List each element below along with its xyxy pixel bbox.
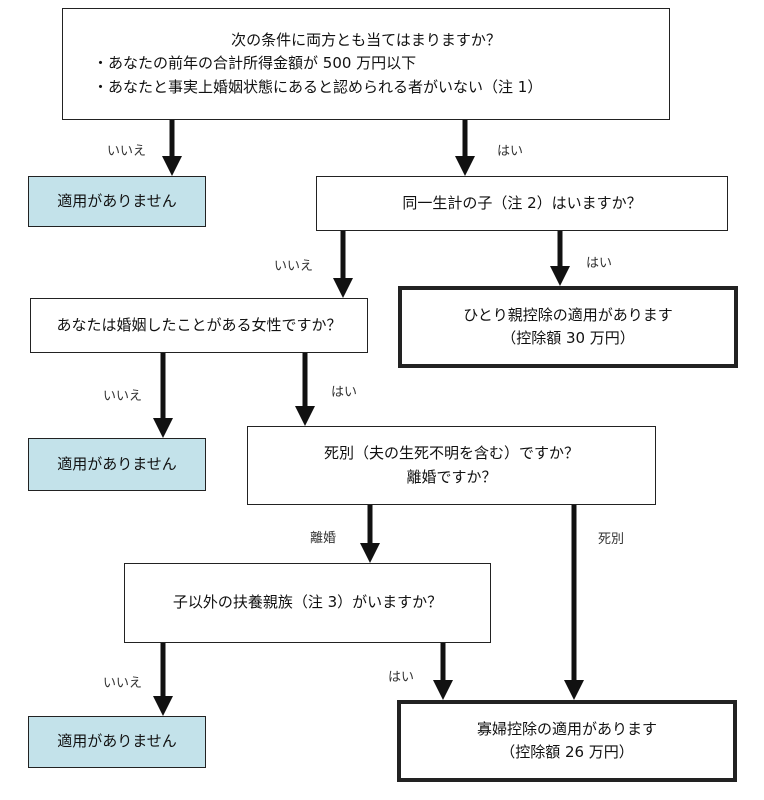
question-box-death-or-divorce: 死別（夫の生死不明を含む）ですか？ 離婚ですか？ bbox=[247, 426, 656, 505]
label-no: いいえ bbox=[103, 676, 143, 691]
label-yes: はい bbox=[388, 670, 415, 685]
deduction-amount: （控除額 26 万円） bbox=[500, 743, 634, 761]
result-text: 適用がありません bbox=[57, 454, 177, 473]
result-single-parent-deduction: ひとり親控除の適用があります （控除額 30 万円） bbox=[398, 286, 738, 368]
result-not-applicable: 適用がありません bbox=[28, 438, 206, 491]
label-no: いいえ bbox=[103, 389, 143, 404]
question-title: 次の条件に両方とも当てはまりますか？ bbox=[231, 31, 501, 50]
question-box-income: 次の条件に両方とも当てはまりますか？ ・あなたの前年の合計所得金額が 500 万… bbox=[62, 8, 670, 120]
label-yes: はい bbox=[331, 385, 358, 400]
result-widow-deduction: 寡婦控除の適用があります （控除額 26 万円） bbox=[397, 700, 737, 782]
question-box-child: 同一生計の子（注 2）はいますか？ bbox=[316, 176, 728, 231]
result-title: ひとり親控除の適用があります bbox=[463, 305, 673, 324]
label-yes: はい bbox=[497, 144, 524, 159]
question-text: 子以外の扶養親族（注 3）がいますか？ bbox=[172, 593, 443, 612]
result-not-applicable: 適用がありません bbox=[28, 716, 206, 768]
result-not-applicable: 適用がありません bbox=[28, 176, 206, 227]
condition-marriage: ・あなたと事実上婚姻状態にあると認められる者がいない（注 1） bbox=[93, 77, 543, 96]
label-yes: はい bbox=[586, 256, 613, 271]
question-box-married-woman: あなたは婚姻したことがある女性ですか？ bbox=[30, 298, 368, 353]
question-text: 死別（夫の生死不明を含む）ですか？ bbox=[323, 444, 579, 463]
result-title: 寡婦控除の適用があります bbox=[476, 719, 657, 738]
question-text: 同一生計の子（注 2）はいますか？ bbox=[402, 193, 642, 212]
question-text: あなたは婚姻したことがある女性ですか？ bbox=[56, 315, 342, 334]
question-box-other-dependents: 子以外の扶養親族（注 3）がいますか？ bbox=[124, 563, 491, 643]
label-no: いいえ bbox=[274, 259, 314, 274]
result-text: 適用がありません bbox=[57, 732, 177, 751]
condition-income: ・あなたの前年の合計所得金額が 500 万円以下 bbox=[93, 54, 417, 73]
deduction-amount: （控除額 30 万円） bbox=[501, 329, 635, 347]
question-text: 離婚ですか？ bbox=[406, 467, 497, 486]
label-divorce: 離婚 bbox=[310, 531, 337, 546]
result-text: 適用がありません bbox=[57, 191, 177, 210]
label-death: 死別 bbox=[598, 532, 625, 547]
label-no: いいえ bbox=[107, 144, 147, 159]
